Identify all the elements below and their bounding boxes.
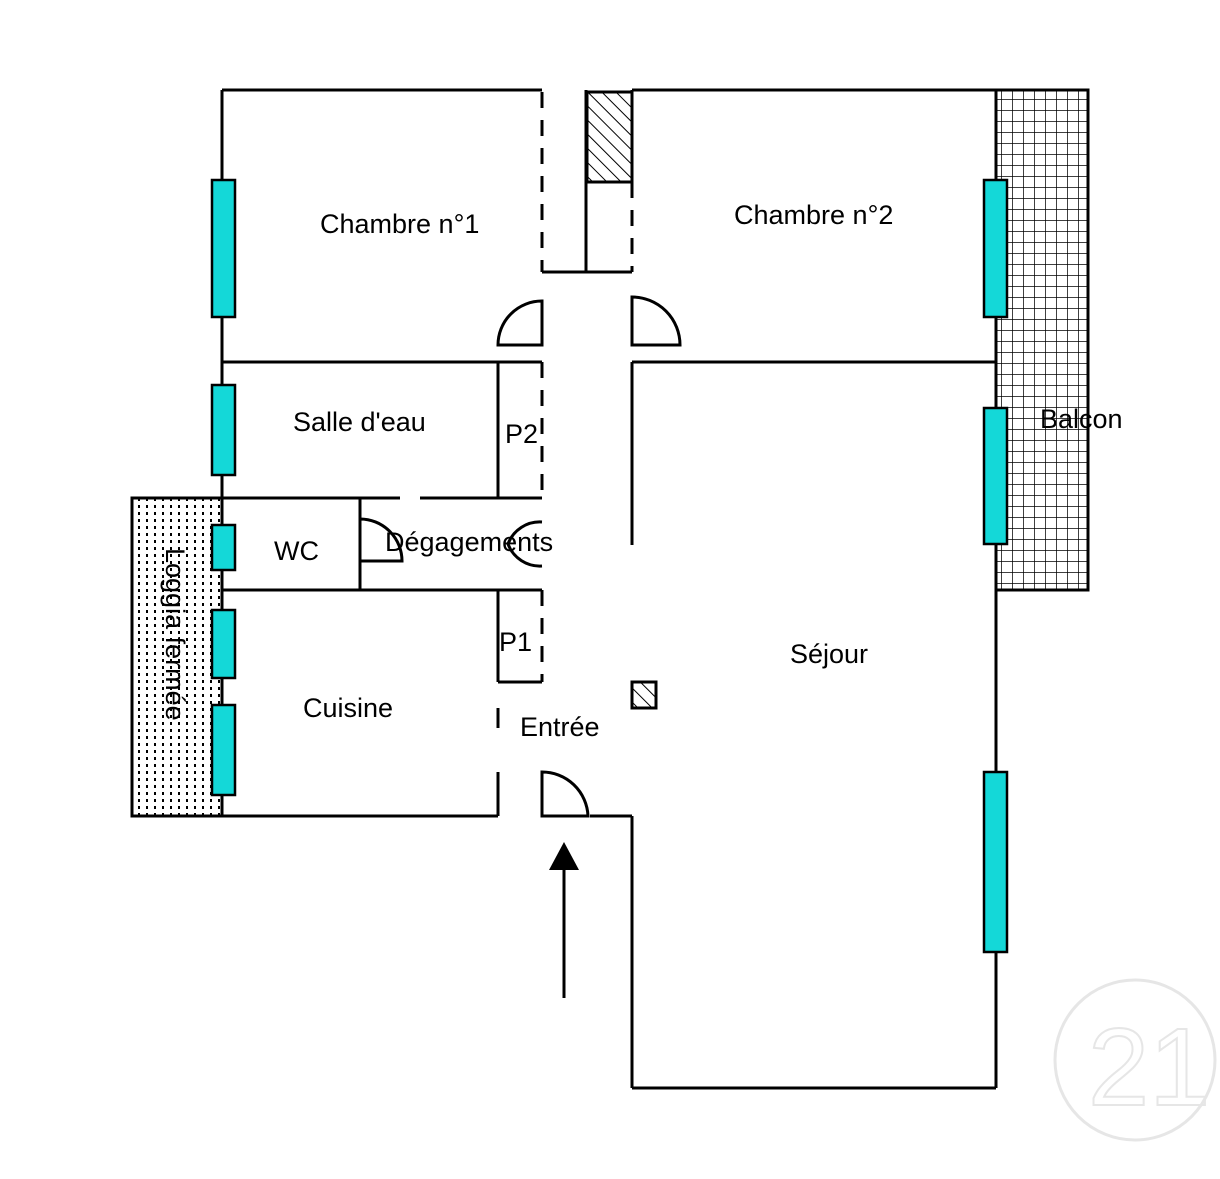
window-chambre2 — [982, 178, 1009, 319]
balcony-grid — [994, 88, 1090, 592]
doors — [358, 295, 682, 818]
watermark-logo: 21 — [1053, 978, 1217, 1142]
window-sejour-2 — [982, 770, 1009, 954]
window-chambre1 — [210, 178, 237, 319]
window-cuisine-2 — [210, 703, 237, 797]
watermark-text: 21 — [1088, 1006, 1210, 1129]
label-salle-deau: Salle d'eau — [293, 407, 426, 437]
window-cuisine-1 — [210, 608, 237, 680]
window-salle-deau — [210, 383, 237, 477]
label-entree: Entrée — [520, 712, 600, 742]
duct-symbol — [630, 680, 658, 710]
window-wc — [210, 523, 237, 572]
label-chambre1: Chambre n°1 — [320, 209, 479, 239]
entry-arrow-icon — [549, 842, 579, 998]
window-sejour-1 — [982, 406, 1009, 546]
label-cuisine: Cuisine — [303, 693, 393, 723]
chimney-hatch — [585, 90, 634, 184]
label-p1: P1 — [499, 627, 532, 657]
label-sejour: Séjour — [790, 639, 868, 669]
label-degagements: Dégagements — [385, 527, 553, 557]
label-balcon: Balcon — [1040, 404, 1123, 434]
windows — [210, 178, 1009, 954]
label-p2: P2 — [505, 419, 538, 449]
label-chambre2: Chambre n°2 — [734, 200, 893, 230]
loggia-dots — [130, 496, 224, 818]
label-loggia: Loggia fermée — [160, 548, 190, 721]
label-wc: WC — [274, 536, 319, 566]
